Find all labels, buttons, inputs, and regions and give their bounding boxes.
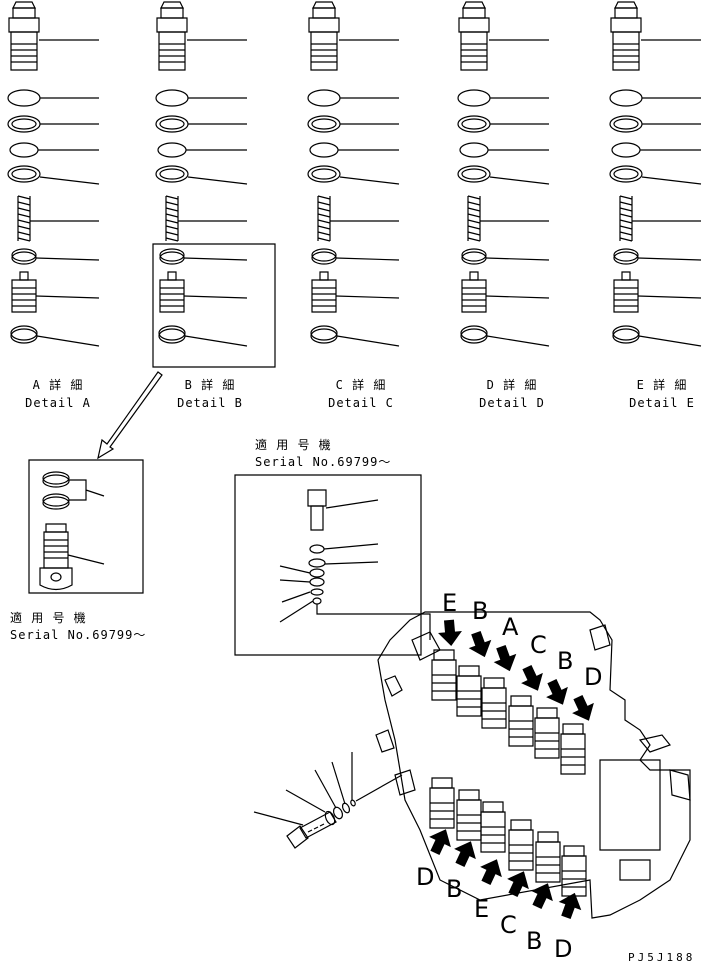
arrow-letter-top-4: C (530, 631, 547, 659)
arrow-letter-top-6: D (584, 663, 603, 691)
detail-c-caption-jp: C 詳 細 (335, 378, 387, 392)
arrow-letter-bottom-2: B (446, 875, 463, 903)
arrow-letter-top-1: E (442, 589, 458, 617)
arrow-letter-bottom-3: E (474, 895, 490, 923)
detail-b-caption-jp: B 詳 細 (184, 378, 236, 392)
detail-c-caption-en: Detail C (328, 396, 394, 410)
arrow-letter-bottom-1: D (416, 863, 435, 891)
detail-e-caption-jp: E 詳 細 (636, 378, 688, 392)
serial-note-center-en: Serial No.69799～ (255, 455, 392, 469)
detail-b-caption-en: Detail B (177, 396, 243, 410)
serial-note-left-jp: 適 用 号 機 (10, 611, 87, 625)
detail-a-caption-jp: A 詳 細 (32, 378, 84, 392)
arrow-letter-top-5: B (557, 647, 574, 675)
detail-d-caption-jp: D 詳 細 (486, 378, 538, 392)
arrow-letter-bottom-4: C (500, 911, 517, 939)
drawing-code: PJ5J188 (628, 951, 696, 964)
detail-e-caption-en: Detail E (629, 396, 695, 410)
arrow-letter-top-2: B (472, 597, 489, 625)
detail-a-caption-en: Detail A (25, 396, 91, 410)
detail-d-caption-en: Detail D (479, 396, 545, 410)
arrow-letter-bottom-5: B (526, 927, 543, 955)
serial-note-center-jp: 適 用 号 機 (255, 438, 332, 452)
serial-note-left-en: Serial No.69799～ (10, 628, 147, 642)
arrow-letter-bottom-6: D (554, 935, 573, 963)
arrow-letter-top-3: A (502, 613, 519, 641)
